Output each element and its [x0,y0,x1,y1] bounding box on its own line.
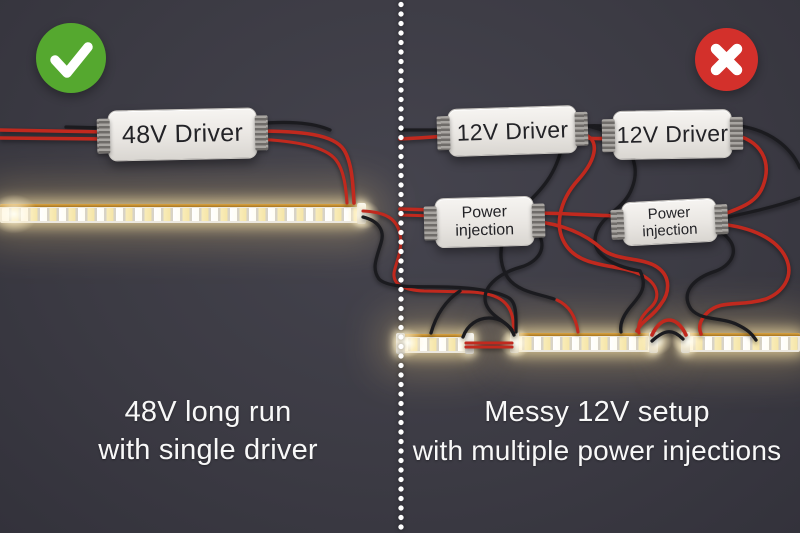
injection-label-line2: injection [455,221,515,240]
driver-label: 12V Driver [456,115,569,146]
left-caption-line1: 48V long run [124,396,292,428]
terminal-block-icon [729,116,744,151]
left-caption-line2: with single driver [98,433,318,466]
terminal-block-icon [531,203,546,239]
good-badge [36,23,106,93]
power-injection-1: Power injection [423,195,546,249]
driver-48v: 48V Driver [96,107,269,162]
right-caption: Messy 12V setup with multiple power inje… [394,394,800,469]
strip-led-chips [515,337,652,350]
strip-led-chips [2,208,360,221]
terminal-block-icon [610,209,625,241]
driver-12v-2: 12V Driver [601,108,744,161]
strip-copper-line [684,333,800,336]
x-icon [710,43,743,76]
terminal-block-icon [574,112,589,146]
power-injection-2: Power injection [610,197,729,247]
strip-copper-line [399,334,470,337]
driver-label: 12V Driver [616,120,729,148]
check-icon [50,42,93,78]
terminal-block-icon [436,116,451,150]
terminal-block-icon [714,203,729,235]
strip-copper-line [0,204,362,207]
injection-label-line1: Power [461,203,508,222]
strip-copper-line [513,333,654,336]
injection-label: Power injection [641,204,698,241]
led-strip-segment-3 [681,332,800,353]
led-strip-long-run [0,203,366,224]
driver-12v-1: 12V Driver [436,104,589,158]
injection-label-line2: injection [642,220,698,241]
terminal-block-icon [601,118,616,153]
terminal-block-icon [254,115,269,151]
right-caption-line2: with multiple power injections [412,434,782,466]
strip-led-chips [686,337,798,350]
injection-label: Power injection [455,203,515,241]
terminal-block-icon [423,205,438,241]
terminal-block-icon [96,118,111,154]
bad-badge [695,28,758,91]
left-caption: 48V long run with single driver [8,394,408,469]
right-caption-line1: Messy 12V setup [484,396,710,428]
driver-label: 48V Driver [121,118,244,150]
dotted-divider [398,0,404,533]
